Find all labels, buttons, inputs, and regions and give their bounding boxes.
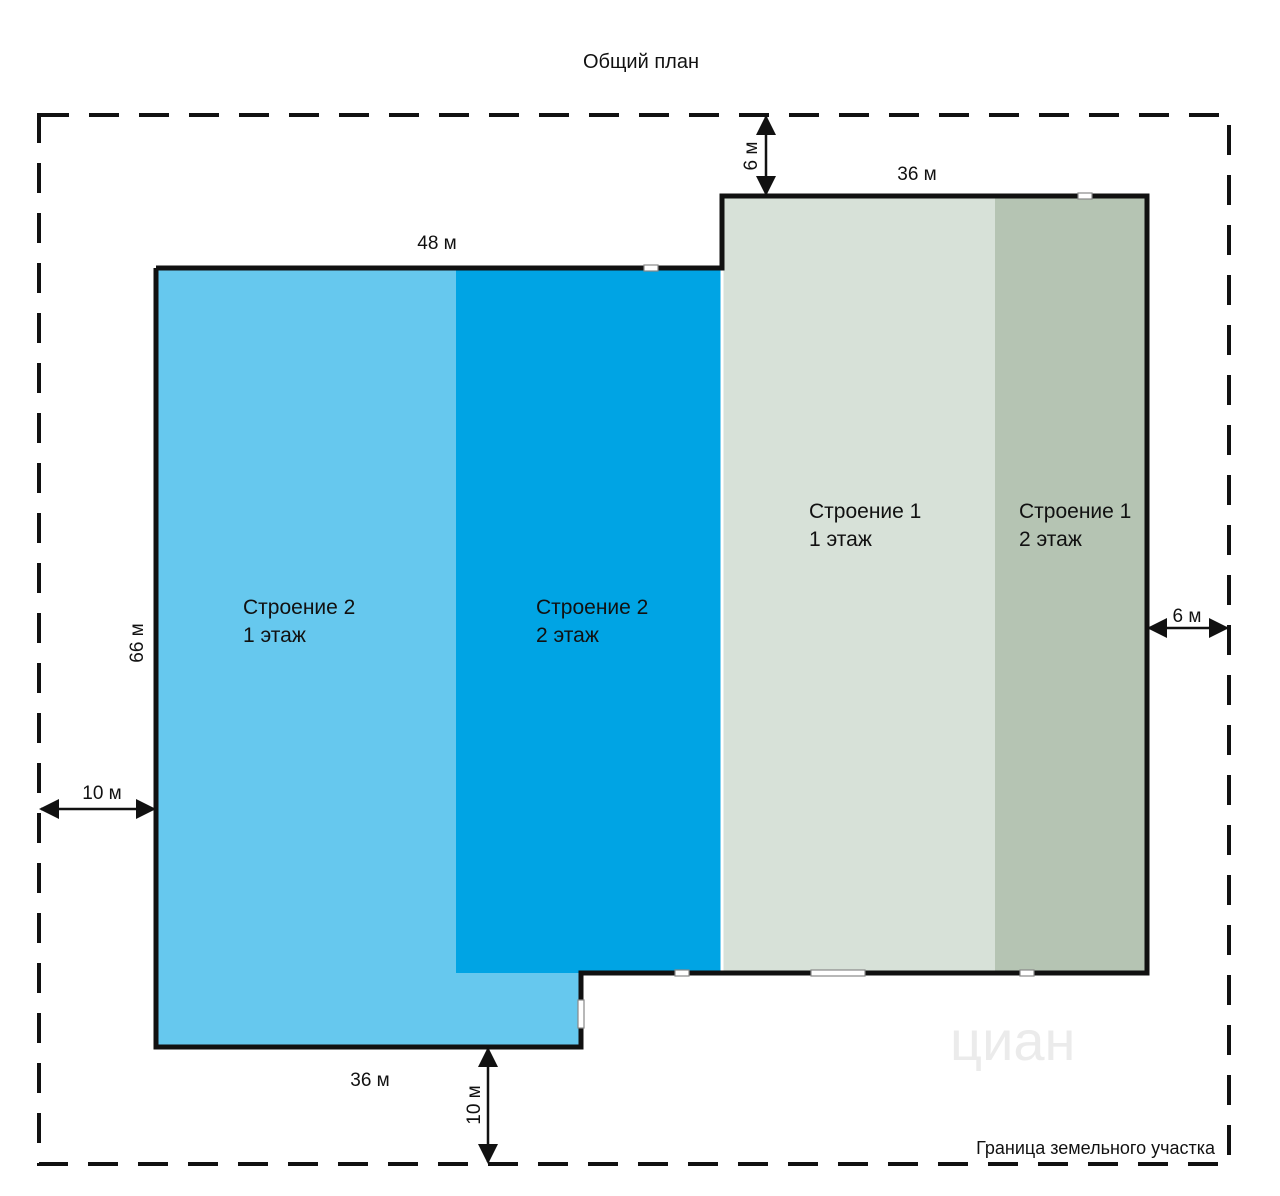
land-plot-boundary bbox=[37, 113, 1231, 1166]
building1-floor1-zone bbox=[722, 196, 995, 973]
dimension-top-building1: 36 м bbox=[897, 164, 936, 185]
building2-floor2-sublabel: 2 этаж bbox=[536, 624, 599, 647]
building2-floor2-zone bbox=[456, 268, 722, 973]
window-mark bbox=[1077, 192, 1093, 200]
setback-left-label: 10 м bbox=[82, 783, 121, 804]
building2-floor1-label: Строение 2 bbox=[243, 596, 355, 619]
setback-bottom-label: 10 м bbox=[464, 1085, 485, 1124]
building1-floor1-sublabel: 1 этаж bbox=[809, 528, 872, 551]
opening-marks bbox=[577, 192, 1093, 1029]
window-mark bbox=[643, 264, 659, 272]
window-mark bbox=[674, 969, 690, 977]
plan-title: Общий план bbox=[583, 51, 699, 73]
window-mark bbox=[1019, 969, 1035, 977]
building1-floor1-label: Строение 1 bbox=[809, 500, 921, 523]
building1-floor2-zone bbox=[995, 196, 1147, 973]
setback-top-label: 6 м bbox=[741, 142, 762, 171]
boundary-label: Граница земельного участка bbox=[976, 1138, 1216, 1158]
building2-floor1-zone bbox=[156, 268, 581, 1047]
dimension-bottom-building2: 36 м bbox=[350, 1070, 389, 1091]
building1-floor2-sublabel: 2 этаж bbox=[1019, 528, 1082, 551]
setback-right-label: 6 м bbox=[1173, 606, 1202, 627]
building-outline bbox=[153, 193, 1150, 1050]
building2-floor2-label: Строение 2 bbox=[536, 596, 648, 619]
gate-mark bbox=[810, 969, 866, 977]
building1-floor2-label: Строение 1 bbox=[1019, 500, 1131, 523]
watermark-logo: циан bbox=[950, 1009, 1075, 1072]
door-mark bbox=[577, 999, 585, 1029]
dimension-left-height: 66 м bbox=[127, 623, 148, 662]
building2-floor1-sublabel: 1 этаж bbox=[243, 624, 306, 647]
dimension-top-building2: 48 м bbox=[417, 233, 456, 254]
